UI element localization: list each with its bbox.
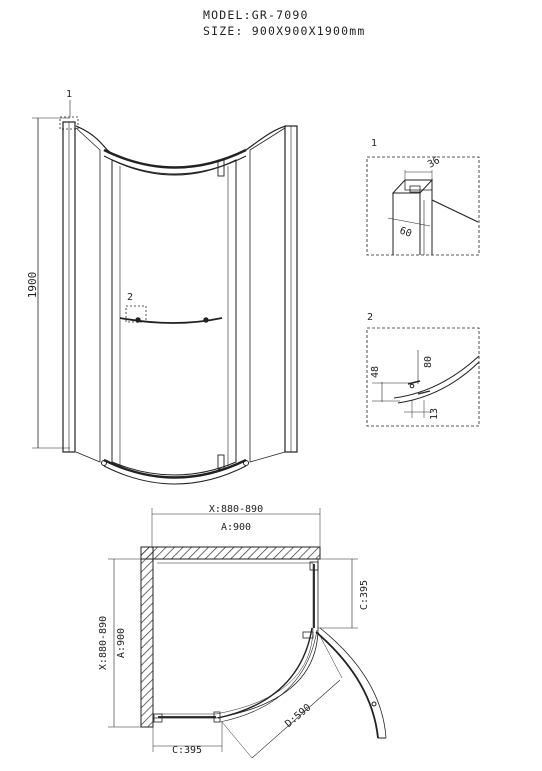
detail-1-marker	[59, 116, 79, 130]
top-curved-track	[103, 148, 247, 169]
plan-left-a: A:900	[116, 628, 127, 658]
top-roller	[217, 159, 225, 177]
plan-view: X:880-890 A:900 X:880-890 A:900	[98, 504, 387, 759]
curved-panel-arc	[217, 627, 313, 719]
front-callout-2: 2	[127, 292, 133, 303]
handle-bar	[119, 317, 223, 324]
front-callout-1: 1	[66, 89, 72, 100]
plan-top-a: A:900	[221, 522, 251, 533]
front-view: 1900 1 2	[26, 89, 298, 485]
detail-2-dim-left: 48	[370, 366, 381, 378]
top-wall	[140, 546, 321, 560]
plan-right-c: C:395	[359, 580, 370, 610]
detail-1: 1 36 60	[366, 138, 480, 256]
detail-1-title: 1	[371, 138, 377, 149]
plan-top-range: X:880-890	[209, 504, 263, 515]
detail-2-title: 2	[367, 312, 373, 323]
detail-1-dim-side: 60	[398, 225, 413, 239]
plan-door-d: D:590	[283, 702, 313, 730]
plan-bottom-c: C:395	[172, 745, 202, 756]
detail-2: 2 48 80 13	[366, 312, 480, 427]
sliding-door-glass	[111, 159, 237, 476]
bottom-curved-track	[103, 458, 247, 479]
detail-1-dim-top: 36	[426, 155, 442, 171]
open-door-arc	[315, 631, 379, 739]
height-label: 1900	[26, 272, 39, 299]
detail-2-dim-right: 80	[423, 356, 434, 368]
model-label: MODEL:GR-7090	[203, 8, 309, 22]
detail-2-marker	[125, 305, 147, 323]
size-label: SIZE: 900X900X1900mm	[203, 24, 366, 38]
detail-2-dim-bottom: 13	[429, 408, 440, 420]
plan-left-range: X:880-890	[98, 616, 109, 670]
left-wall	[140, 546, 154, 728]
